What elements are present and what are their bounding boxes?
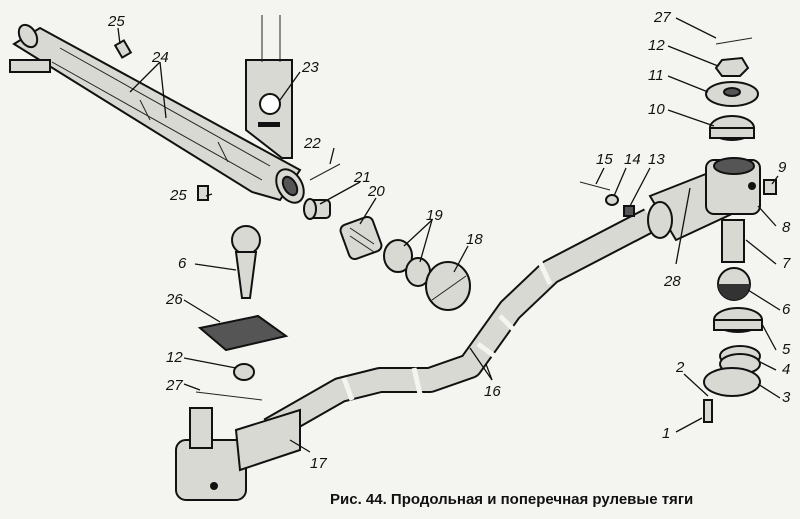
bolt-15 xyxy=(579,181,611,191)
callout-11: 11 xyxy=(648,67,664,84)
callout-5: 5 xyxy=(782,341,791,358)
callout-8: 8 xyxy=(782,219,791,236)
callout-23: 23 xyxy=(301,59,319,76)
pin-7 xyxy=(721,219,745,263)
callout-19: 19 xyxy=(426,207,443,224)
callout-14: 14 xyxy=(624,151,641,168)
longitudinal-rod xyxy=(9,23,305,204)
callout-25-top: 25 xyxy=(107,13,125,30)
callout-22: 22 xyxy=(303,135,321,152)
washers-19 xyxy=(383,239,431,287)
callout-15: 15 xyxy=(596,151,613,168)
callout-1: 1 xyxy=(662,425,670,442)
callout-7: 7 xyxy=(782,255,791,272)
plug-18 xyxy=(425,261,471,311)
callout-6-left: 6 xyxy=(178,255,187,272)
callout-12-left: 12 xyxy=(166,349,183,366)
ball-pin-6-left xyxy=(231,225,261,299)
washer-11 xyxy=(705,81,759,107)
cotter-27-right xyxy=(715,37,753,45)
plug-21 xyxy=(303,198,331,220)
nut-13 xyxy=(623,205,635,217)
ball-pin-6-right xyxy=(717,267,751,301)
transverse-rod xyxy=(263,208,656,442)
callout-17: 17 xyxy=(310,455,327,472)
callout-12-right: 12 xyxy=(648,37,665,54)
washer-14 xyxy=(605,194,619,206)
callout-labels: 1 2 3 4 5 6 6 7 8 9 10 11 12 12 13 14 15… xyxy=(107,9,791,472)
callout-24: 24 xyxy=(151,49,169,66)
bearing-10 xyxy=(709,115,755,141)
callout-18: 18 xyxy=(466,231,483,248)
bolt-22 xyxy=(309,163,341,181)
nut-12-left xyxy=(233,363,255,381)
nut-12-right xyxy=(714,56,750,77)
callout-10: 10 xyxy=(648,101,665,118)
callout-20: 20 xyxy=(367,183,385,200)
bolt-1 xyxy=(703,399,713,423)
cotter-27-left xyxy=(195,391,263,401)
cover-3 xyxy=(703,367,761,397)
callout-16: 16 xyxy=(484,383,501,400)
callout-25-bottom: 25 xyxy=(169,187,187,204)
callout-2: 2 xyxy=(675,359,685,376)
callout-21: 21 xyxy=(353,169,371,186)
callout-4: 4 xyxy=(782,361,790,378)
callout-28: 28 xyxy=(663,273,681,290)
callout-3: 3 xyxy=(782,389,791,406)
left-tip-17 xyxy=(175,407,301,501)
callout-9: 9 xyxy=(778,159,787,176)
grease-fitting-25-bottom xyxy=(197,185,209,201)
callout-27-left: 27 xyxy=(165,377,183,394)
callout-13: 13 xyxy=(648,151,665,168)
plate-part-23 xyxy=(245,15,293,159)
spring-20 xyxy=(339,215,383,261)
leader-lines xyxy=(117,17,781,453)
grease-fitting-25-top xyxy=(113,39,133,59)
bearing-5 xyxy=(713,307,763,333)
callout-6-right: 6 xyxy=(782,301,791,318)
callout-27-right: 27 xyxy=(653,9,671,26)
figure-caption: Рис. 44. Продольная и поперечная рулевые… xyxy=(330,491,693,508)
callout-26: 26 xyxy=(165,291,183,308)
pad-26 xyxy=(197,314,289,352)
right-tip-28 xyxy=(647,157,761,242)
